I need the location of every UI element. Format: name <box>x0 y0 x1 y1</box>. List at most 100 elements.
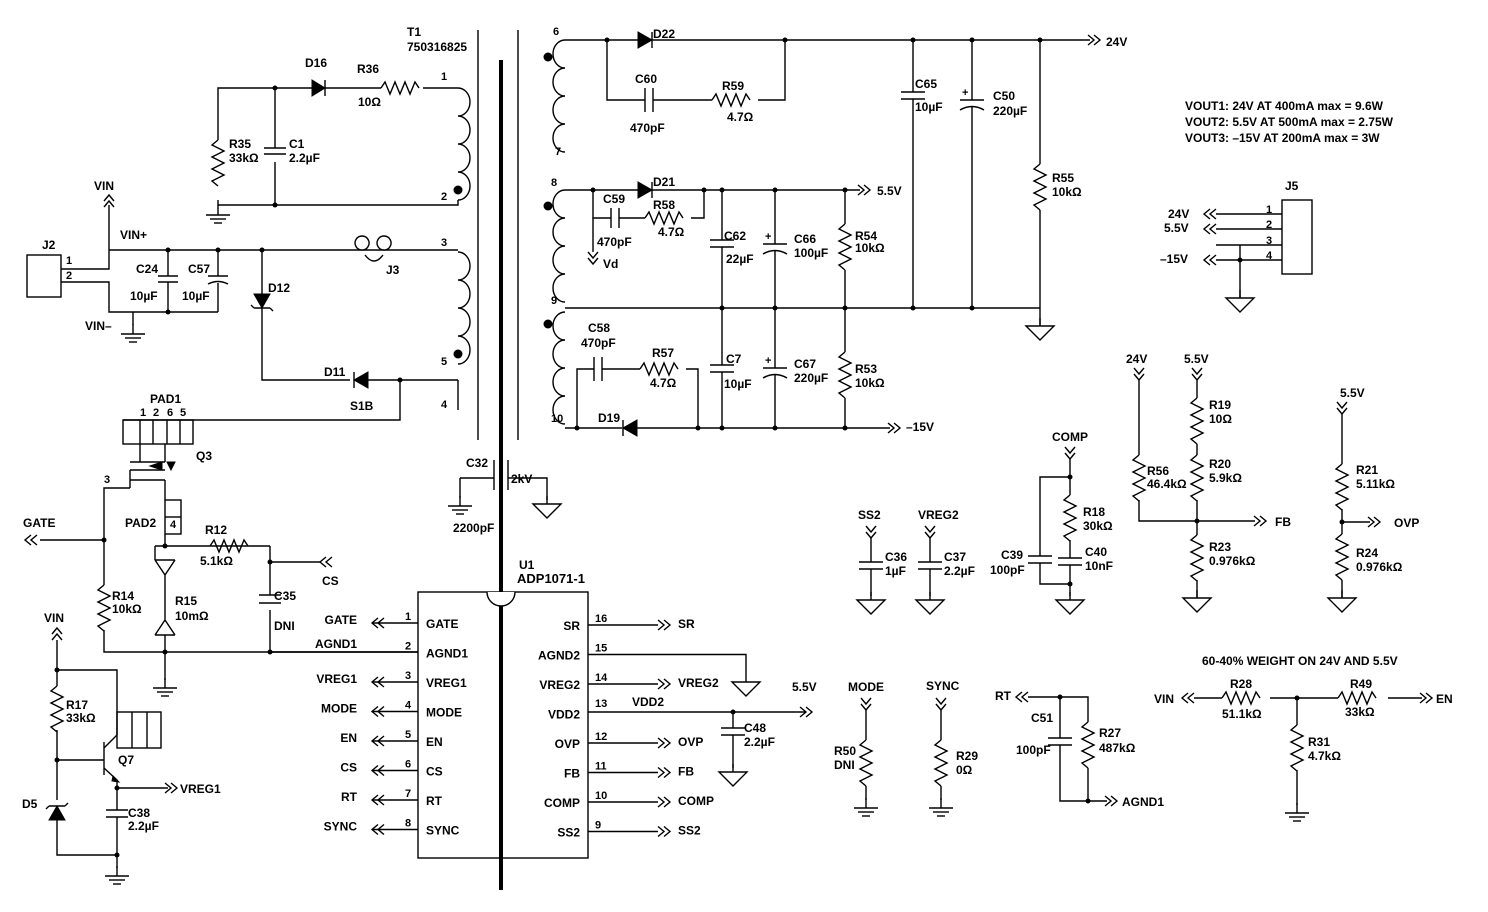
svg-text:VOUT1: 24V AT 400mA max = 9.6W: VOUT1: 24V AT 400mA max = 9.6W <box>1185 99 1384 113</box>
svg-text:C48: C48 <box>744 721 766 735</box>
svg-text:24V: 24V <box>1106 35 1127 49</box>
svg-text:R55: R55 <box>1052 171 1074 185</box>
svg-text:2.2µF: 2.2µF <box>744 735 775 749</box>
svg-text:6: 6 <box>553 26 559 38</box>
svg-text:R14: R14 <box>112 589 134 603</box>
pin-number: 9 <box>595 820 601 832</box>
svg-text:0.976kΩ: 0.976kΩ <box>1209 554 1256 568</box>
svg-text:4: 4 <box>441 399 448 411</box>
svg-text:–15V: –15V <box>1160 252 1188 266</box>
svg-text:22µF: 22µF <box>726 252 754 266</box>
svg-text:DNI: DNI <box>274 619 295 633</box>
svg-text:2.2µF: 2.2µF <box>289 151 320 165</box>
svg-text:EN: EN <box>1436 692 1453 706</box>
svg-text:C58: C58 <box>588 321 610 335</box>
pin-number: 1 <box>405 611 411 623</box>
svg-text:R20: R20 <box>1209 457 1231 471</box>
svg-text:R54: R54 <box>855 229 877 243</box>
svg-text:PAD1: PAD1 <box>150 392 181 406</box>
svg-text:R18: R18 <box>1083 505 1105 519</box>
svg-text:C50: C50 <box>993 89 1015 103</box>
pin-number: 14 <box>595 672 608 684</box>
svg-text:2: 2 <box>441 191 447 203</box>
svg-text:10µF: 10µF <box>182 289 210 303</box>
pin-name: GATE <box>426 617 458 631</box>
svg-text:J2: J2 <box>42 238 56 252</box>
svg-text:C57: C57 <box>188 262 210 276</box>
svg-text:VIN: VIN <box>94 179 114 193</box>
net-label: SYNC <box>324 820 358 834</box>
svg-text:3: 3 <box>104 474 110 486</box>
svg-text:+: + <box>765 231 771 243</box>
svg-text:R29: R29 <box>956 749 978 763</box>
pin-name: VREG2 <box>539 678 580 692</box>
svg-text:R23: R23 <box>1209 540 1231 554</box>
svg-text:C24: C24 <box>136 262 158 276</box>
svg-text:60-40% WEIGHT ON 24V AND 5.5V: 60-40% WEIGHT ON 24V AND 5.5V <box>1202 654 1398 668</box>
svg-text:J5: J5 <box>1285 179 1299 193</box>
svg-text:5.9kΩ: 5.9kΩ <box>1209 471 1242 485</box>
svg-text:–15V: –15V <box>906 420 934 434</box>
svg-text:R19: R19 <box>1209 398 1231 412</box>
svg-text:VOUT2: 5.5V AT 500mA max = 2.7: VOUT2: 5.5V AT 500mA max = 2.75W <box>1185 115 1394 129</box>
svg-text:R12: R12 <box>205 523 227 537</box>
svg-text:9: 9 <box>551 295 557 307</box>
svg-text:AGND1: AGND1 <box>1122 795 1164 809</box>
pin-name: RT <box>426 794 443 808</box>
svg-text:4: 4 <box>170 519 177 531</box>
svg-text:D5: D5 <box>22 797 38 811</box>
svg-text:U1: U1 <box>519 558 535 572</box>
svg-text:5.5V: 5.5V <box>877 184 902 198</box>
svg-text:10µF: 10µF <box>724 377 752 391</box>
svg-text:R56: R56 <box>1147 464 1169 478</box>
pin-number: 15 <box>595 643 607 655</box>
svg-text:D21: D21 <box>653 175 675 189</box>
pin-name: SR <box>563 619 580 633</box>
svg-text:R36: R36 <box>357 62 379 76</box>
svg-text:CS: CS <box>322 574 339 588</box>
pin-number: 16 <box>595 613 607 625</box>
secondary-common <box>565 305 1040 311</box>
svg-text:10Ω: 10Ω <box>358 95 381 109</box>
pin-name: EN <box>426 735 443 749</box>
svg-text:220µF: 220µF <box>993 104 1027 118</box>
pin-number: 13 <box>595 698 607 710</box>
svg-text:5.5V: 5.5V <box>792 680 817 694</box>
svg-text:R17: R17 <box>66 698 88 712</box>
svg-text:10mΩ: 10mΩ <box>175 609 209 623</box>
net-label: SS2 <box>678 824 701 838</box>
svg-text:VOUT3: –15V AT 200mA max = 3W: VOUT3: –15V AT 200mA max = 3W <box>1185 131 1380 145</box>
svg-text:D11: D11 <box>324 365 346 379</box>
svg-text:6: 6 <box>167 407 173 419</box>
svg-text:PAD2: PAD2 <box>125 516 156 530</box>
pin-number: 4 <box>405 700 412 712</box>
svg-text:COMP: COMP <box>1052 430 1088 444</box>
net-label: MODE <box>321 702 357 716</box>
pin-name: COMP <box>544 796 580 810</box>
svg-text:MODE: MODE <box>848 680 884 694</box>
agnd2-ground <box>731 673 761 697</box>
svg-text:VIN: VIN <box>44 611 64 625</box>
svg-text:30kΩ: 30kΩ <box>1083 519 1113 533</box>
svg-text:D12: D12 <box>268 281 290 295</box>
svg-text:33kΩ: 33kΩ <box>66 711 96 725</box>
svg-text:100pF: 100pF <box>1016 743 1051 757</box>
pin-number: 3 <box>405 670 411 682</box>
svg-text:D19: D19 <box>598 411 620 425</box>
net-label: COMP <box>678 794 714 808</box>
svg-text:3: 3 <box>441 237 447 249</box>
net-label: VREG1 <box>316 672 357 686</box>
